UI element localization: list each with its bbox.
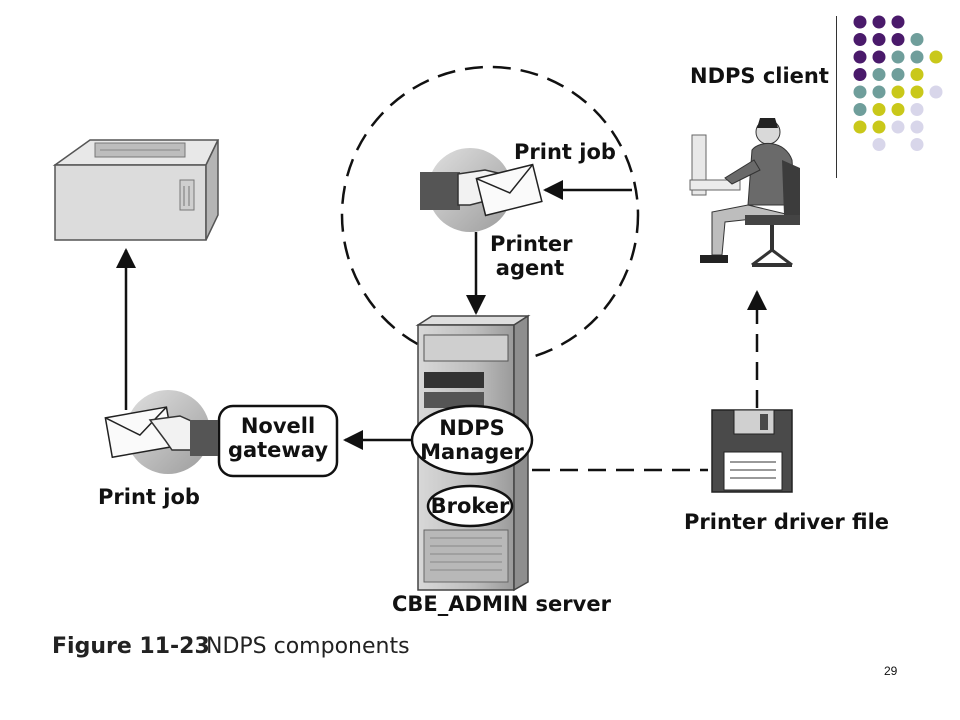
decorative-dot bbox=[910, 50, 924, 64]
decorative-dot bbox=[910, 33, 924, 46]
decorative-dot bbox=[872, 103, 886, 116]
decorative-dot bbox=[929, 85, 943, 99]
decorative-dot bbox=[891, 15, 905, 29]
decorative-dot bbox=[872, 138, 886, 151]
decorative-dot bbox=[929, 50, 943, 64]
decorative-dot bbox=[853, 15, 867, 29]
ndps-client-person-icon bbox=[689, 118, 800, 267]
decorative-dot bbox=[872, 120, 886, 134]
broker-label: Broker bbox=[430, 494, 510, 518]
figure-title: NDPS components bbox=[206, 634, 410, 659]
print-job-icon-left bbox=[104, 390, 218, 474]
decorative-dot bbox=[891, 103, 905, 116]
decorative-dot bbox=[910, 138, 924, 151]
figure-number: Figure 11-23 bbox=[52, 634, 210, 659]
print-job-top-label: Print job bbox=[514, 140, 616, 164]
decorative-dot bbox=[872, 15, 886, 29]
decorative-dot bbox=[872, 50, 886, 64]
novell-gateway-label-line1: Novell bbox=[240, 414, 316, 438]
decorative-dot bbox=[910, 68, 924, 81]
floppy-disk-icon bbox=[711, 409, 793, 493]
ndps-manager-label: NDPS Manager bbox=[412, 416, 532, 464]
decorative-dot bbox=[910, 120, 924, 134]
decorative-dot bbox=[872, 68, 886, 81]
decorative-dot bbox=[910, 103, 924, 116]
decorative-dot bbox=[891, 120, 905, 134]
printer-icon bbox=[52, 139, 220, 241]
decorative-dot bbox=[891, 50, 905, 64]
decorative-dot bbox=[872, 33, 886, 46]
printer-agent-label: Printer agent bbox=[490, 232, 573, 280]
decorative-dot bbox=[853, 68, 867, 81]
broker-ellipse bbox=[426, 484, 514, 528]
decorative-dot bbox=[891, 33, 905, 46]
decorative-dot bbox=[891, 85, 905, 99]
decorative-dot bbox=[853, 85, 867, 99]
ndps-manager-label-line2: Manager bbox=[420, 440, 524, 464]
ndps-manager-label-line1: NDPS bbox=[439, 416, 505, 440]
decorative-dot bbox=[853, 33, 867, 46]
decorative-dot bbox=[853, 120, 867, 134]
decorative-dot bbox=[891, 68, 905, 81]
server-label: CBE_ADMIN server bbox=[392, 592, 611, 616]
print-job-left-label: Print job bbox=[98, 485, 200, 509]
printer-agent-label-line1: Printer bbox=[490, 232, 573, 256]
printer-agent-label-line2: agent bbox=[495, 256, 565, 280]
decorative-divider bbox=[836, 16, 837, 178]
decorative-dot bbox=[853, 50, 867, 64]
novell-gateway-label: Novell gateway bbox=[219, 414, 337, 462]
ndps-client-label: NDPS client bbox=[690, 64, 829, 88]
novell-gateway-box bbox=[217, 404, 339, 478]
decorative-dot bbox=[853, 103, 867, 116]
printer-driver-file-label: Printer driver file bbox=[684, 510, 890, 534]
decorative-dot bbox=[910, 85, 924, 99]
decorative-dot-grid bbox=[853, 15, 943, 151]
page-number: 29 bbox=[884, 664, 898, 678]
print-job-icon-top bbox=[420, 148, 543, 232]
novell-gateway-label-line2: gateway bbox=[227, 438, 329, 462]
decorative-dot bbox=[872, 85, 886, 99]
